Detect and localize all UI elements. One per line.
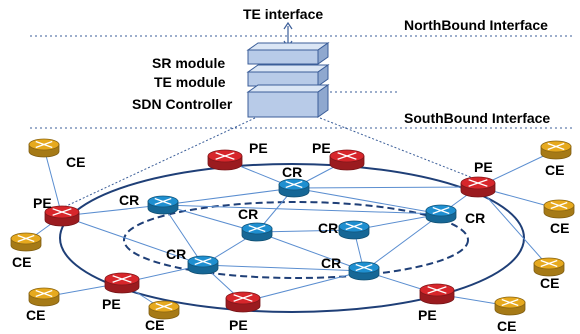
link-cr_left-cr_top <box>162 187 295 206</box>
ce-r2-router-icon <box>533 257 565 277</box>
northbound-interface-label: NorthBound Interface <box>404 17 548 33</box>
link-cr_left-cr_bl <box>162 204 204 266</box>
cr-midl-router-icon <box>241 222 273 242</box>
link-cr_right-cr_br <box>363 213 442 272</box>
outer-ring <box>59 163 525 313</box>
link-cr_top-cr_right <box>293 187 442 215</box>
pe-label: PE <box>249 140 268 156</box>
network-nodes <box>10 138 575 320</box>
sr-module-label: SR module <box>152 55 225 71</box>
inner-dashed-ring <box>123 201 469 279</box>
link-pe_bm-cr_br <box>242 270 365 303</box>
link-pe_right-cr_top <box>293 186 479 189</box>
controller-to-right-pe-line <box>319 117 479 181</box>
pe-tm-router-icon <box>329 149 365 171</box>
sdn-controller-label: SDN Controller <box>132 96 233 112</box>
cr-bl-router-icon <box>187 255 219 275</box>
cr-label: CR <box>465 210 485 226</box>
pe-label: PE <box>102 296 121 312</box>
cr-label: CR <box>166 246 186 262</box>
pe-label: PE <box>33 195 52 211</box>
cr-top-router-icon <box>278 178 310 198</box>
pe-bm-router-icon <box>225 291 261 313</box>
ce-label: CE <box>12 254 31 270</box>
ce-r-router-icon <box>543 199 575 219</box>
pe-label: PE <box>312 140 331 156</box>
arrow-head-up <box>283 21 293 30</box>
link-pe_left-ce_tl <box>43 147 63 217</box>
controller-to-left-pe-line <box>61 117 256 209</box>
sr-module-box <box>246 42 330 65</box>
ce-label: CE <box>497 318 516 334</box>
pe-left-router-icon <box>44 205 80 227</box>
ce-tl-router-icon <box>28 138 60 158</box>
cr-label: CR <box>321 255 341 271</box>
node-labels: PE PE PE PE PE PE PE CR CR CR CR CR CR CR CE CE CE CE CE CE… <box>12 140 569 334</box>
link-pe_right-ce_r2 <box>477 186 550 268</box>
ce-br-router-icon <box>494 296 526 316</box>
link-cr_bl-cr_br <box>202 264 365 272</box>
cr-label: CR <box>318 220 338 236</box>
pe-label: PE <box>474 159 493 175</box>
ce-label: CE <box>550 220 569 236</box>
ce-bl-router-icon <box>28 287 60 307</box>
te-interface-label: TE interface <box>243 6 323 22</box>
sdn-controller-box <box>246 84 330 118</box>
pe-right-router-icon <box>460 176 496 198</box>
pe-br-router-icon <box>419 283 455 305</box>
cr-right-router-icon <box>425 204 457 224</box>
te-module-label: TE module <box>154 74 226 90</box>
cr-label: CR <box>238 206 258 222</box>
ce-bm-router-icon <box>148 300 180 320</box>
link-cr_midl-cr_midr <box>256 229 355 233</box>
cr-midr-router-icon <box>338 220 370 240</box>
ce-label: CE <box>540 275 559 291</box>
cr-label: CR <box>119 192 139 208</box>
pe-label: PE <box>229 317 248 333</box>
link-cr_left-cr_right <box>162 204 442 215</box>
ce-tr-router-icon <box>540 140 572 160</box>
pe-tl-router-icon <box>207 149 243 171</box>
link-pe_left-cr_bl <box>61 215 204 266</box>
ce-label: CE <box>145 317 164 333</box>
ce-label: CE <box>545 162 564 178</box>
link-cr_left-cr_midl <box>162 204 258 233</box>
cr-br-router-icon <box>348 261 380 281</box>
ce-label: CE <box>66 154 85 170</box>
link-cr_midl-cr_br <box>256 231 365 272</box>
ce-label: CE <box>26 307 45 323</box>
cr-label: CR <box>282 164 302 180</box>
cr-left-router-icon <box>147 195 179 215</box>
te-module-box <box>246 64 330 87</box>
southbound-interface-label: SouthBound Interface <box>404 110 550 126</box>
pe-label: PE <box>418 307 437 323</box>
ce-l-router-icon <box>10 232 42 252</box>
pe-bl-router-icon <box>104 272 140 294</box>
